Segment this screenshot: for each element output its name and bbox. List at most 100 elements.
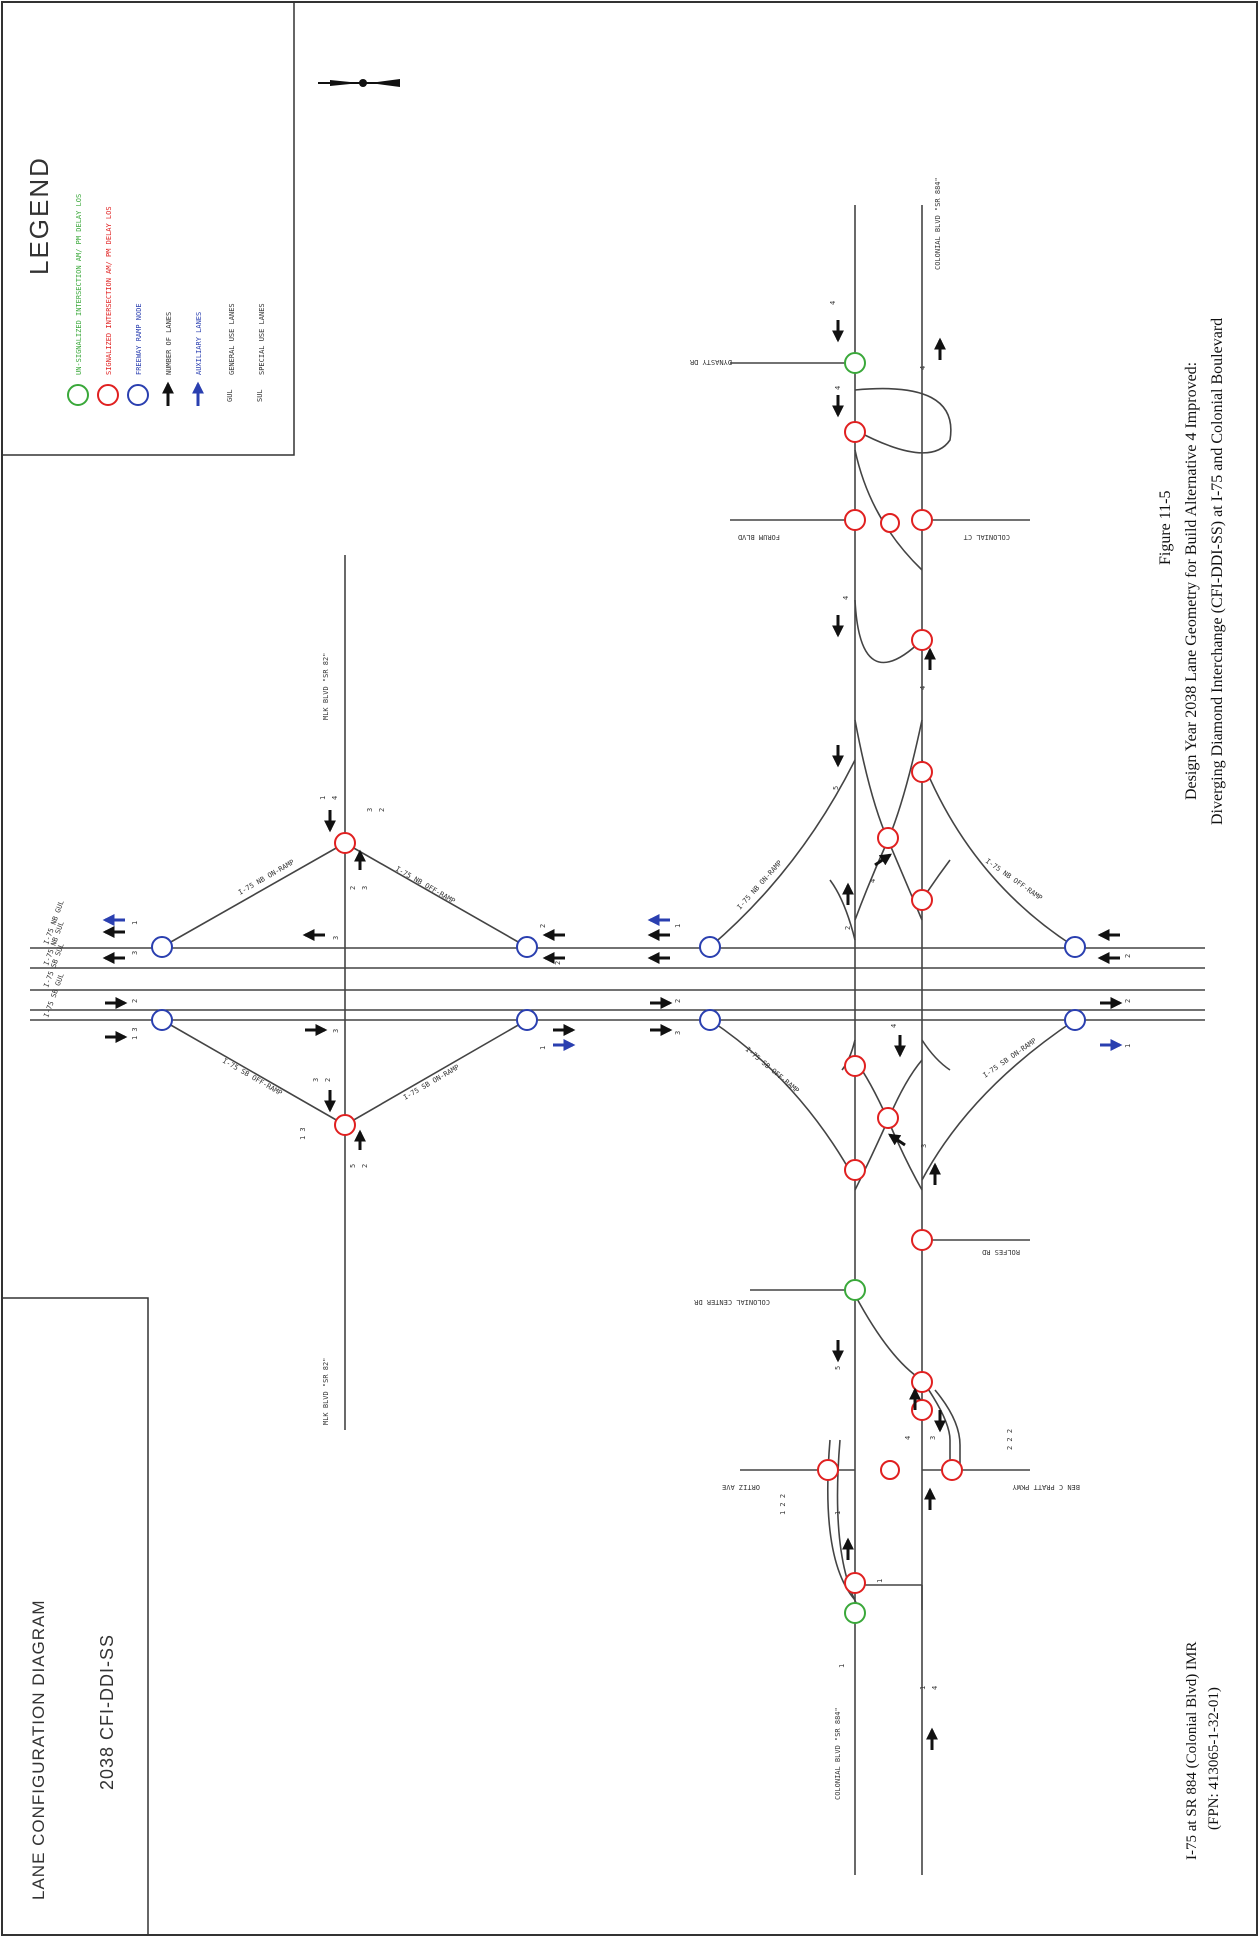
lane-num: 4 [331, 796, 339, 800]
lane-numbers: 1 3 2 1 3 3 3 1 4 3 2 2 3 3 2 1 3 5 2 2 … [131, 301, 1132, 1690]
legend-label-signalized: SIGNALIZED INTERSECTION AM/ PM DELAY LOS [105, 206, 113, 375]
legend-label-unsignalized: UN-SIGNALIZED INTERSECTION AM/ PM DELAY … [75, 194, 83, 375]
lane-num: 3 [131, 951, 139, 955]
signal-node [877, 1107, 899, 1129]
lane-num: 2 [324, 1078, 332, 1082]
lane-num: 1 [674, 924, 682, 928]
ramp-label-nb-off-col: I-75 NB OFF-RAMP [984, 857, 1044, 902]
lane-num: 5 [834, 1366, 842, 1370]
legend-blue-circle-icon [127, 384, 149, 406]
ramp-node [151, 1009, 173, 1031]
lane-num: 3 [332, 936, 340, 940]
colonial-blvd-road [709, 205, 1076, 1875]
lane-num: 4 [919, 686, 927, 690]
lane-num: 2 [674, 999, 682, 1003]
lane-num: 3 [312, 1078, 320, 1082]
lane-num: 3 [332, 1029, 340, 1033]
legend-label-sul: SPECIAL USE LANES [258, 303, 266, 375]
project-line2: (FPN: 413065-1-32-01) [1206, 1687, 1222, 1830]
signal-node [911, 1371, 933, 1393]
lane-num: 2 [1124, 999, 1132, 1003]
unsignal-node [844, 1602, 866, 1624]
lane-num: 5 [832, 786, 840, 790]
legend-sul-prefix: SUL [256, 389, 264, 402]
ramp-node [151, 936, 173, 958]
lane-num: 4 [919, 366, 927, 370]
ramp-node [1064, 1009, 1086, 1031]
lane-num: 1 2 2 [779, 1494, 787, 1515]
legend-label-aux: AUXILIARY LANES [195, 312, 203, 375]
street-label-colonial-ct: COLONIAL CT [963, 533, 1010, 541]
lane-num: 3 [361, 886, 369, 890]
ramp-label-nb-off-mlk: I-75 NB OFF-RAMP [394, 865, 456, 906]
legend-label-lanes: NUMBER OF LANES [165, 312, 173, 375]
lane-num: 1 [876, 1579, 884, 1583]
signal-node [911, 1229, 933, 1251]
unsignalized-intersections [844, 352, 866, 1624]
freeway-i75 [30, 947, 1205, 1021]
lane-num: 1 [319, 796, 327, 800]
lane-num: 4 [931, 1686, 939, 1690]
signal-node [880, 513, 900, 533]
lane-num: 1 [838, 1664, 846, 1668]
street-label-ortiz: ORTIZ AVE [722, 1483, 760, 1491]
lane-num: 3 [366, 808, 374, 812]
mlk-label-top: MLK BLVD "SR 82" [322, 653, 330, 720]
signal-node [844, 1055, 866, 1077]
lane-num: 2 [378, 808, 386, 812]
signal-node [334, 832, 356, 854]
legend-gul-prefix: GUL [226, 389, 234, 402]
street-label-colonial-center: COLONIAL CENTER DR [693, 1298, 770, 1306]
ramp-nodes [151, 936, 1086, 1031]
lane-num: 3 [674, 1031, 682, 1035]
lane-num: 2 2 2 [1006, 1429, 1014, 1450]
signal-node [844, 509, 866, 531]
lane-num: 4 [890, 1024, 898, 1028]
figure-caption: Figure 11-5 [1157, 490, 1174, 565]
lane-num: 2 [1124, 954, 1132, 958]
colonial-label-bottom: COLONIAL BLVD "SR 884" [834, 1707, 842, 1800]
ramp-label-sb-off-col: I-75 SB OFF-RAMP [744, 1045, 801, 1094]
ramp-node [516, 1009, 538, 1031]
street-label-forum: FORUM BLVD [738, 533, 780, 541]
lane-num: 1 [131, 921, 139, 925]
lane-num: 2 [539, 924, 547, 928]
ramp-node [699, 936, 721, 958]
signal-node [911, 1399, 933, 1421]
lane-num: 3 [929, 1436, 937, 1440]
signal-node [880, 1460, 900, 1480]
mlk-blvd-road [161, 555, 528, 1430]
lane-num: 4 [834, 386, 842, 390]
lane-num: 1 3 [299, 1127, 307, 1140]
signal-node [911, 889, 933, 911]
ramp-node [1064, 936, 1086, 958]
signal-node [334, 1114, 356, 1136]
caption-line2: Diverging Diamond Interchange (CFI-DDI-S… [1209, 318, 1226, 825]
signal-node [877, 827, 899, 849]
legend-box: LEGEND GUL SUL UN-SIGNALIZED INTERSECTIO… [1, 1, 295, 456]
lane-num: 4 [869, 879, 877, 883]
signal-node [941, 1459, 963, 1481]
signal-node [844, 421, 866, 443]
title-line2: 2038 CFI-DDI-SS [97, 1634, 117, 1790]
lane-num: 2 [361, 1164, 369, 1168]
lane-num: 4 [904, 1436, 912, 1440]
street-label-dynasty: DYNASTY DR [689, 358, 732, 366]
lane-num: 2 [554, 961, 562, 965]
legend-label-gul: GENERAL USE LANES [228, 303, 236, 375]
project-line1: I-75 at SR 884 (Colonial Blvd) IMR [1184, 1642, 1200, 1860]
unsignal-node [844, 352, 866, 374]
colonial-label-top: COLONIAL BLVD "SR 884" [934, 177, 942, 270]
lane-num: 1 [1124, 1044, 1132, 1048]
legend-title: LEGEND [24, 156, 54, 275]
ramp-node [516, 936, 538, 958]
legend-label-ramp-node: FREEWAY RAMP NODE [135, 303, 143, 375]
lane-num: 1 3 [131, 1027, 139, 1040]
ramp-label-sb-off-mlk: I-75 SB OFF-RAMP [221, 1057, 283, 1098]
signal-node [817, 1459, 839, 1481]
title-line1: LANE CONFIGURATION DIAGRAM [29, 1599, 48, 1900]
signal-node [844, 1159, 866, 1181]
lane-num: 1 [539, 1046, 547, 1050]
